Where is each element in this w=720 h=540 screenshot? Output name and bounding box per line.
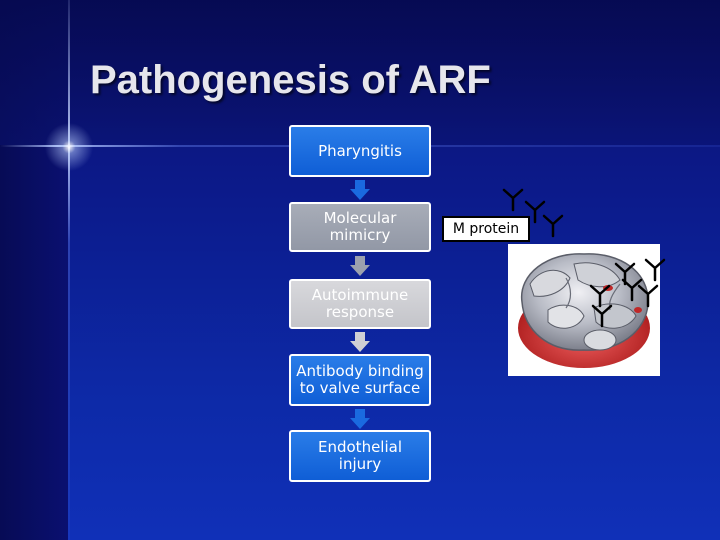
flow-step-endothelial-injury: Endothelial injury — [289, 430, 431, 482]
down-arrow-icon — [350, 180, 370, 200]
slide-title: Pathogenesis of ARF — [90, 58, 491, 102]
m-protein-label: M protein — [442, 216, 530, 242]
down-arrow-icon — [350, 332, 370, 352]
down-arrow-icon — [350, 409, 370, 429]
flow-step-pharyngitis: Pharyngitis — [289, 125, 431, 177]
flow-step-molecular-mimicry: Molecular mimicry — [289, 202, 431, 252]
top-band-decoration — [0, 0, 720, 145]
down-arrow-icon — [350, 256, 370, 276]
antibody-icon — [542, 214, 564, 238]
flow-step-autoimmune-response: Autoimmune response — [289, 279, 431, 329]
flow-step-antibody-binding: Antibody binding to valve surface — [289, 354, 431, 406]
heart-valve-illustration — [518, 253, 650, 368]
heart-valve-image — [508, 244, 660, 376]
star-glow-decoration — [38, 116, 100, 178]
vertical-accent-line — [68, 0, 70, 540]
antibody-icon — [502, 188, 524, 212]
